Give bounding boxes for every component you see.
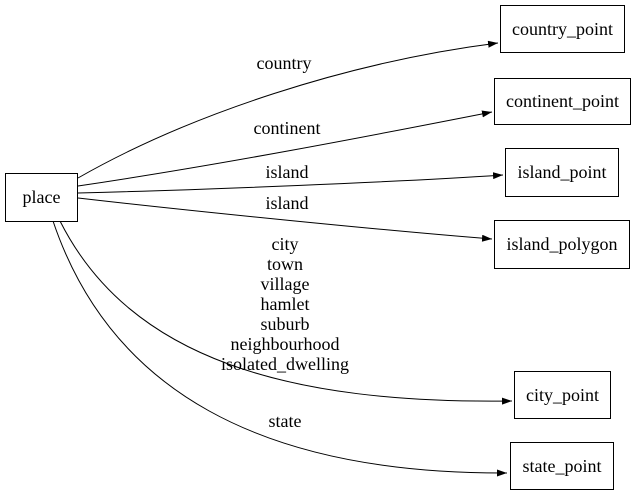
node-state_point-label: state_point xyxy=(522,455,602,476)
node-island_point: island_point xyxy=(505,148,619,197)
node-country_point: country_point xyxy=(500,5,625,53)
edge-label-city-types: city town village hamlet suburb neighbou… xyxy=(221,234,349,374)
node-island_polygon-label: island_polygon xyxy=(506,234,618,254)
node-state_point: state_point xyxy=(510,442,614,490)
node-continent_point-label: continent_point xyxy=(506,91,619,111)
node-place-label: place xyxy=(22,187,61,207)
edge-label-line-neighbourhood: neighbourhood xyxy=(230,334,340,354)
edge-label-line-village: village xyxy=(260,274,310,294)
edge-label-island-polygon: island xyxy=(265,193,309,213)
edge-place-island_polygon xyxy=(77,197,493,242)
edge-place-country_point xyxy=(77,40,499,179)
edge-place-island_point xyxy=(77,172,504,194)
node-city_point: city_point xyxy=(514,371,611,419)
edge-label-island-point: island xyxy=(265,162,309,182)
edge-label-line-city: city xyxy=(271,234,299,254)
edge-label-state: state xyxy=(268,411,302,431)
edge-place-city_point xyxy=(59,220,513,405)
edge-label-line-suburb: suburb xyxy=(260,314,310,334)
node-island_polygon: island_polygon xyxy=(494,220,630,269)
node-country_point-label: country_point xyxy=(512,18,613,39)
edge-place-state_point xyxy=(52,220,508,477)
edge-label-line-town: town xyxy=(266,254,303,274)
edge-label-continent: continent xyxy=(253,118,321,138)
node-place: place xyxy=(5,173,78,222)
edge-label-country: country xyxy=(256,53,312,73)
edge-label-line-hamlet: hamlet xyxy=(260,294,310,314)
node-continent_point: continent_point xyxy=(494,78,631,125)
edge-place-continent_point xyxy=(77,110,493,187)
edge-label-line-isolated_dwelling: isolated_dwelling xyxy=(221,354,349,374)
node-island_point-label: island_point xyxy=(517,162,607,182)
node-city_point-label: city_point xyxy=(526,384,599,405)
